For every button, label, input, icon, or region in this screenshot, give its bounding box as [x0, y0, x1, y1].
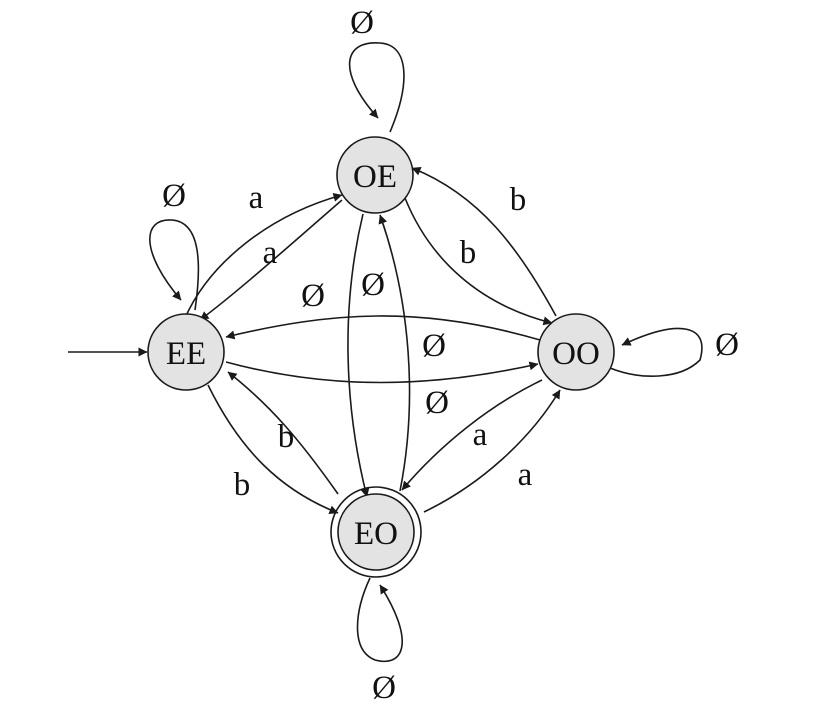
label-OO-EE: Ø: [301, 278, 325, 314]
label-OO-EO: a: [473, 417, 488, 453]
state-OO-label: OO: [552, 336, 600, 372]
edge-OO-OO: [609, 327, 703, 377]
label-EO-loop: Ø: [372, 670, 396, 706]
edge-EO-EO: [356, 577, 403, 663]
state-EE: EE: [147, 313, 225, 391]
edge-OO-OE: [411, 166, 557, 317]
state-EO: EO: [330, 486, 422, 578]
edge-OO-EO: [401, 379, 543, 491]
edge-EE-OE: [184, 192, 343, 319]
edge-EO-EE: [227, 371, 339, 495]
label-EE-OO: Ø: [422, 328, 446, 364]
label-OE-OO: b: [460, 235, 477, 271]
state-EO-label: EO: [354, 516, 398, 552]
state-OE-label: OE: [353, 159, 397, 195]
label-EO-EE: b: [278, 419, 295, 455]
edge-EE-EE: [149, 219, 200, 311]
label-EE-EO: b: [234, 467, 251, 503]
state-EE-label: EE: [166, 336, 206, 372]
label-EE-loop: Ø: [162, 178, 186, 214]
state-OO: OO: [537, 313, 615, 391]
label-OE-EO: Ø: [361, 267, 385, 303]
label-EO-OE: Ø: [425, 385, 449, 421]
state-OE: OE: [336, 136, 414, 214]
edge-OE-OO: [404, 197, 553, 326]
edge-OE-EE: [199, 199, 343, 321]
label-OO-loop: Ø: [715, 327, 739, 363]
label-EO-OO: a: [518, 457, 533, 493]
accepting-ring: [330, 486, 422, 578]
edge-OO-EE: [225, 315, 541, 341]
edge-EE-OO: [225, 361, 539, 384]
edge-OE-OE: [348, 42, 405, 133]
edge-EE-EO: [207, 384, 339, 515]
edge-EO-OE: [378, 214, 411, 492]
label-OO-OE: b: [510, 182, 527, 218]
label-OE-loop: Ø: [350, 5, 374, 41]
edge-OE-EO: [347, 213, 370, 498]
label-EE-OE: a: [249, 180, 264, 216]
label-OE-EE: a: [263, 235, 278, 271]
edge-EO-OO: [423, 389, 561, 513]
